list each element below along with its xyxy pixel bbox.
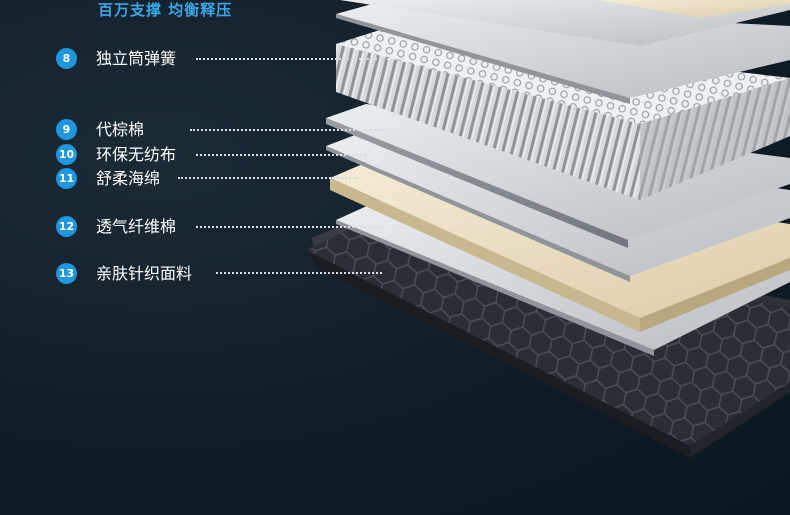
layer-number-badge: 8 bbox=[56, 48, 77, 69]
layer-number-badge: 13 bbox=[56, 263, 77, 284]
layer-number-badge: 10 bbox=[56, 144, 77, 165]
leader-line-soft-sponge bbox=[178, 177, 358, 179]
leader-line-pocket-spring bbox=[196, 58, 404, 60]
layer-label: 透气纤维棉 bbox=[96, 217, 177, 236]
layer-number-badge: 9 bbox=[56, 119, 77, 140]
layer-label: 独立筒弹簧 bbox=[96, 49, 177, 68]
layer-label: 亲肤针织面料 bbox=[96, 264, 193, 283]
leader-line-palm-cotton bbox=[190, 129, 382, 131]
layer-number-badge: 11 bbox=[56, 168, 77, 189]
tagline: 百万支撑 均衡释压 bbox=[98, 1, 233, 19]
top-sponge-layer bbox=[330, 0, 790, 46]
layer-label: 舒柔海绵 bbox=[96, 169, 161, 188]
layer-label: 代棕棉 bbox=[96, 120, 145, 139]
leader-line-fiber-cotton bbox=[196, 226, 382, 228]
layer-label: 环保无纺布 bbox=[96, 145, 177, 164]
leader-line-knitted-fabric bbox=[216, 272, 382, 274]
leader-line-non-woven bbox=[196, 154, 366, 156]
palm-cotton-layer bbox=[326, 104, 790, 248]
layer-number-badge: 12 bbox=[56, 216, 77, 237]
